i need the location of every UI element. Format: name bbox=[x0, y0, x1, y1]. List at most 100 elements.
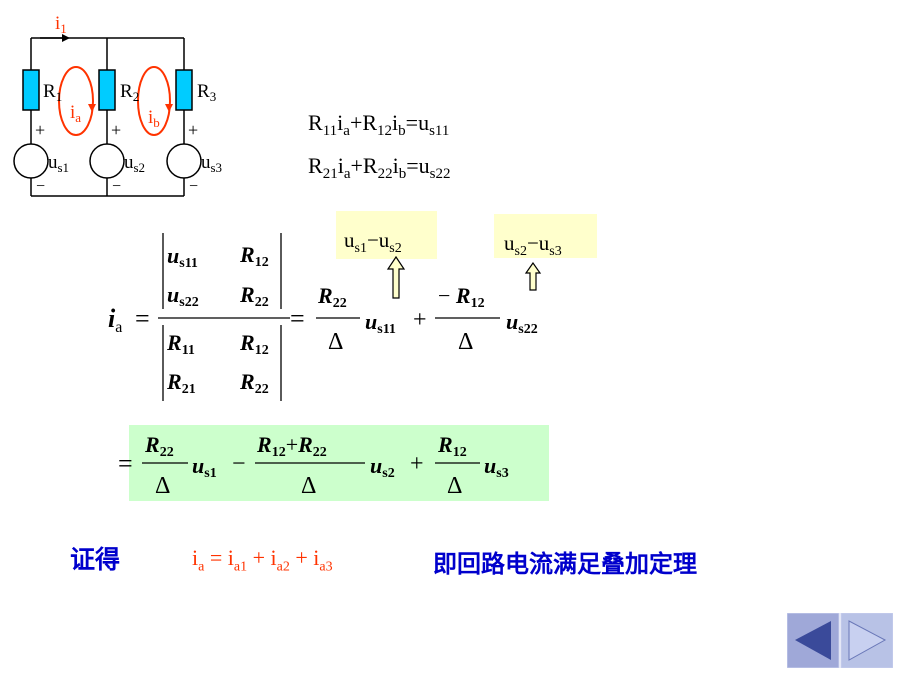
svg-text:R11: R11 bbox=[166, 330, 195, 358]
callout-left-u2: u bbox=[379, 228, 390, 252]
eq1-i2: i bbox=[392, 110, 398, 135]
loop-ia-sub: a bbox=[75, 110, 81, 125]
minus-3: − bbox=[189, 178, 198, 195]
eq1-r-sub: 11 bbox=[323, 123, 337, 139]
num-u22-sub: s22 bbox=[179, 295, 198, 310]
eq-part2: + i bbox=[247, 545, 277, 570]
eq2-i: i bbox=[338, 153, 344, 178]
svg-text:R12: R12 bbox=[437, 432, 467, 460]
loop-ia-label: i bbox=[70, 102, 75, 123]
plus-2: + bbox=[111, 120, 121, 140]
eq2-i2-sub: b bbox=[399, 166, 407, 182]
svg-text:us2−us3: us2−us3 bbox=[504, 231, 562, 259]
us1-sub: s1 bbox=[58, 160, 70, 175]
prev-slide-button[interactable] bbox=[787, 613, 840, 668]
res-plus: + bbox=[410, 451, 424, 477]
arrow-up-right-icon bbox=[524, 261, 542, 291]
circuit-diagram: i1 R1 R2 R3 ia ib + + + us1 us2 us3 − − … bbox=[13, 13, 222, 197]
res-f2-r2: R bbox=[297, 432, 313, 457]
mesh-equations: R11ia+R12ib=us11 R21ia+R22ib=us22 bbox=[308, 110, 450, 182]
eq-part1: = i bbox=[204, 545, 234, 570]
svg-text:R3: R3 bbox=[197, 81, 216, 104]
eq1-u: =u bbox=[406, 110, 429, 135]
svg-text:us2: us2 bbox=[370, 453, 395, 481]
callout-left-u1: u bbox=[344, 228, 355, 252]
num-u22: u bbox=[167, 282, 179, 307]
lhs-i: i bbox=[108, 304, 116, 333]
current-sub: 1 bbox=[60, 21, 67, 36]
svg-text:i1: i1 bbox=[55, 13, 67, 36]
source-us1 bbox=[13, 143, 49, 179]
num-u11-sub: s11 bbox=[179, 256, 198, 271]
num-r22-sub: 22 bbox=[255, 295, 269, 310]
eq2-r: R bbox=[308, 153, 323, 178]
svg-text:us3: us3 bbox=[201, 152, 222, 175]
r3-sub: 3 bbox=[210, 89, 217, 104]
eq1-i2-sub: b bbox=[398, 123, 406, 139]
term2-u-sub: s22 bbox=[518, 322, 537, 337]
svg-text:R22: R22 bbox=[239, 282, 269, 310]
res-f2-r1-sub: 12 bbox=[272, 445, 286, 460]
term2-u: u bbox=[506, 309, 518, 334]
us2-sub: s2 bbox=[134, 160, 146, 175]
resistor-r3 bbox=[175, 69, 193, 111]
res-f1-r-sub: 22 bbox=[160, 445, 174, 460]
us1-label: u bbox=[48, 152, 58, 173]
frac2-neg: − bbox=[438, 283, 456, 308]
res-u2: u bbox=[370, 453, 382, 478]
den-r12: R bbox=[239, 330, 255, 355]
res-u3-sub: s3 bbox=[496, 466, 508, 481]
den-r12-sub: 12 bbox=[255, 343, 269, 358]
callout-right-s3: s3 bbox=[549, 244, 561, 259]
eq1-r2: +R bbox=[350, 110, 377, 135]
equals-2: = bbox=[290, 304, 305, 333]
svg-text:us22: us22 bbox=[506, 309, 538, 337]
svg-text:us1−us2: us1−us2 bbox=[344, 228, 402, 256]
den-r21-sub: 21 bbox=[182, 382, 196, 397]
equals-1: = bbox=[135, 304, 150, 333]
svg-text:R22: R22 bbox=[317, 283, 347, 311]
num-u11: u bbox=[167, 243, 179, 268]
res-u1: u bbox=[192, 453, 204, 478]
svg-text:R21: R21 bbox=[166, 369, 196, 397]
eq2-i2: i bbox=[393, 153, 399, 178]
r1-sub: 1 bbox=[56, 89, 63, 104]
num-r22: R bbox=[239, 282, 255, 307]
num-r12-sub: 12 bbox=[255, 255, 269, 270]
loop-ib-sub: b bbox=[153, 115, 160, 130]
callout-highlight-left bbox=[336, 211, 437, 259]
r2-sub: 2 bbox=[133, 89, 140, 104]
svg-text:us11: us11 bbox=[167, 243, 198, 271]
res-f2-r2-sub: 22 bbox=[313, 445, 327, 460]
plus-1: + bbox=[35, 120, 45, 140]
res-u3: u bbox=[484, 453, 496, 478]
callout-right-minus: − bbox=[527, 231, 539, 255]
plus-3: + bbox=[188, 120, 198, 140]
res-f3-delta: Δ bbox=[447, 473, 462, 499]
eq-sub-a1: a1 bbox=[233, 559, 248, 575]
res-f2-plus: + bbox=[286, 432, 298, 457]
triangle-right-icon bbox=[848, 620, 887, 661]
svg-text:R12: R12 bbox=[239, 242, 269, 270]
eq-sub-a: a bbox=[198, 559, 205, 575]
eq2-u: =u bbox=[406, 153, 429, 178]
next-slide-button[interactable] bbox=[840, 613, 893, 668]
bottom-prefix: 证得 bbox=[70, 545, 121, 574]
result-formula: = R22 Δ us1 − R12+R22 Δ us2 + R12 Δ us3 bbox=[118, 432, 509, 499]
superposition-equation: ia = ia1 + ia2 + ia3 bbox=[192, 545, 333, 575]
eq1-r: R bbox=[308, 110, 323, 135]
loop-ib-label: i bbox=[148, 107, 153, 128]
arrow-up-left-icon bbox=[386, 255, 406, 299]
callout-left-s2: s2 bbox=[389, 241, 401, 256]
callout-right-u3: u bbox=[539, 231, 550, 255]
svg-text:R12+R22: R12+R22 bbox=[256, 432, 327, 460]
svg-text:ia: ia bbox=[108, 304, 122, 336]
res-f3-r: R bbox=[437, 432, 453, 457]
plus-term: + bbox=[413, 307, 427, 333]
loop-ia bbox=[58, 66, 94, 136]
svg-text:ia: ia bbox=[70, 102, 81, 125]
den-r11-sub: 11 bbox=[182, 343, 195, 358]
callouts: us1−us2 us2−us3 bbox=[344, 228, 562, 299]
den-r11: R bbox=[166, 330, 182, 355]
svg-text:R1: R1 bbox=[43, 81, 62, 104]
